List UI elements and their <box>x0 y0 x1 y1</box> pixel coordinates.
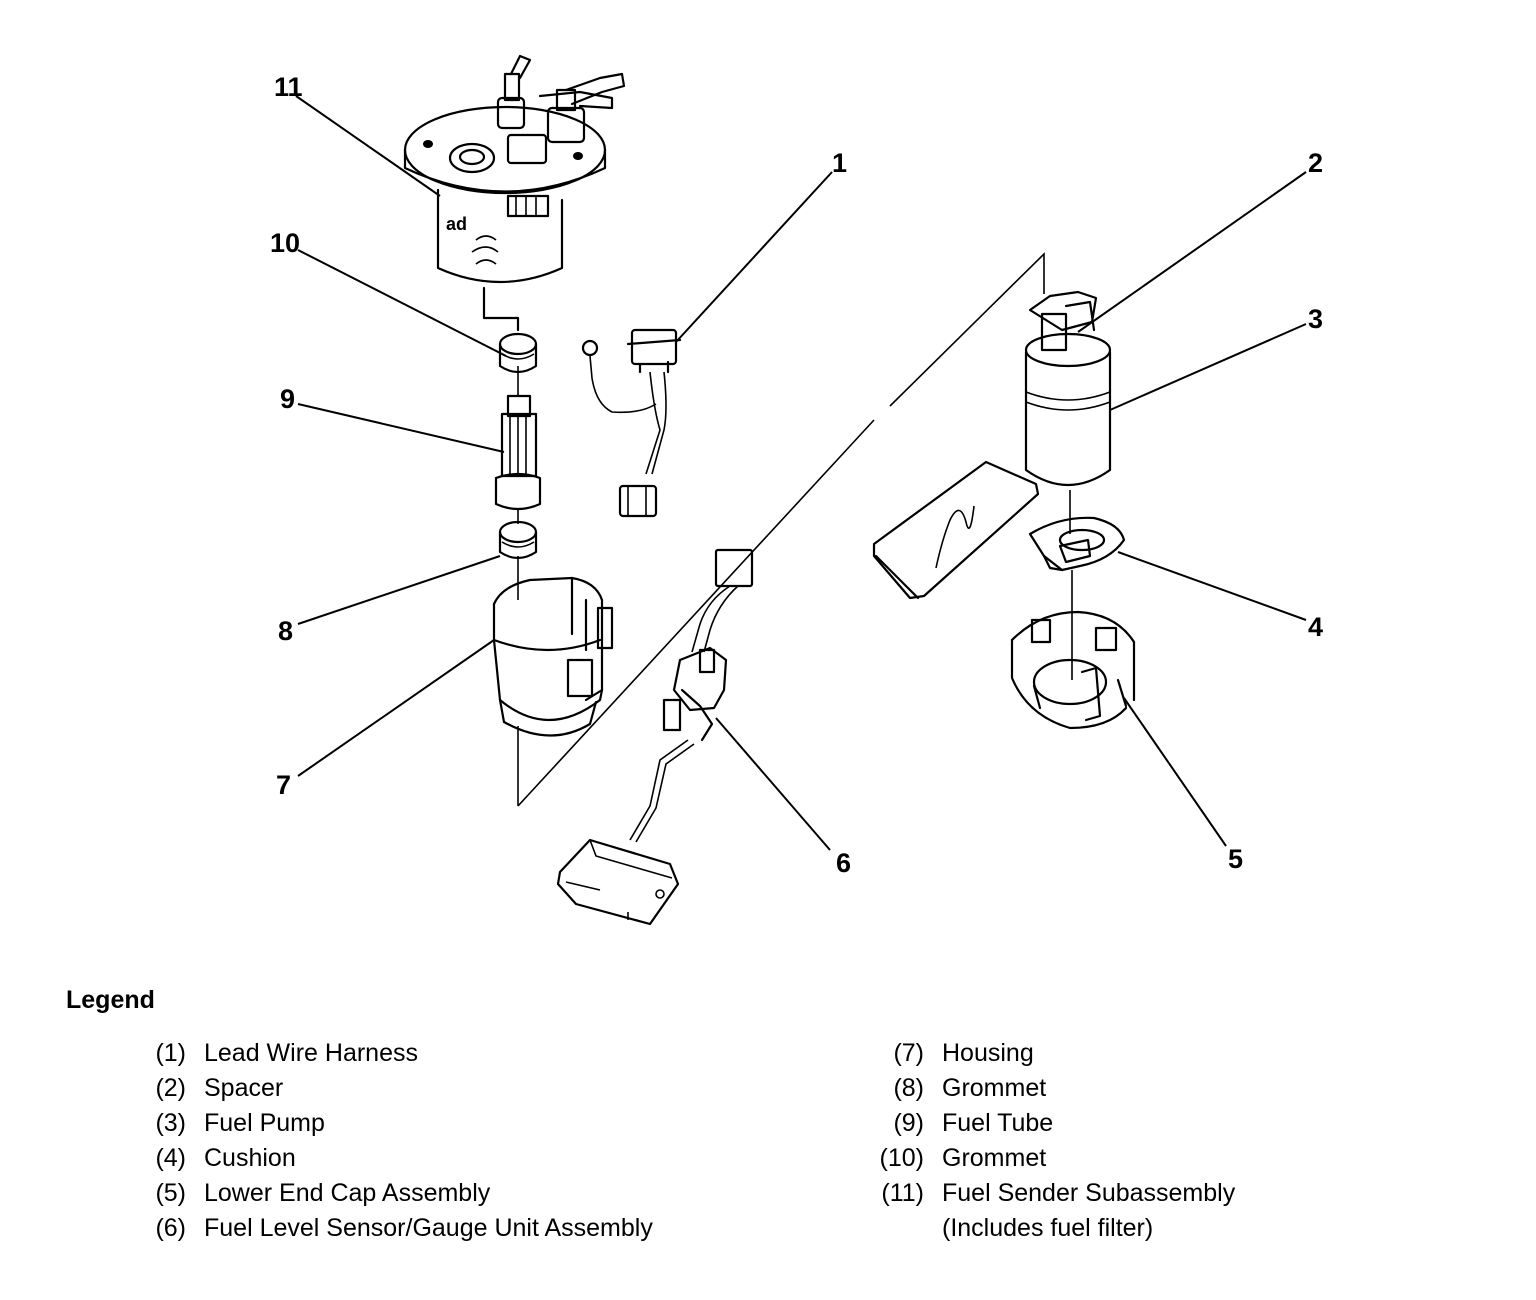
callout-4: 4 <box>1308 612 1323 642</box>
legend-number: (5) <box>155 1179 186 1207</box>
legend-number: (8) <box>893 1074 924 1102</box>
legend-item: (3) Fuel Pump <box>128 1106 653 1141</box>
legend-item: (8) Grommet <box>866 1071 1235 1106</box>
fuel-tube-drawing <box>494 394 542 524</box>
legend-item: (6) Fuel Level Sensor/Gauge Unit Assembl… <box>128 1211 653 1246</box>
legend-label: Cushion <box>204 1144 296 1172</box>
legend-item: (4) Cushion <box>128 1141 653 1176</box>
legend-label: Grommet <box>942 1074 1047 1102</box>
grommet-top-drawing <box>498 332 538 396</box>
legend-item: (9) Fuel Tube <box>866 1106 1235 1141</box>
exploded-fuel-pump-diagram: ad <box>270 54 1323 926</box>
legend-number: (11) <box>881 1179 924 1207</box>
callout-2: 2 <box>1308 148 1323 178</box>
legend-item: (10) Grommet <box>866 1141 1235 1176</box>
legend-item: (7) Housing <box>866 1036 1235 1071</box>
legend-number: (4) <box>155 1144 186 1172</box>
svg-text:ad: ad <box>446 214 467 234</box>
legend-label: Fuel Pump <box>204 1109 325 1137</box>
leader-lines <box>295 95 1307 851</box>
cushion-drawing <box>1028 516 1126 680</box>
legend-item: (2) Spacer <box>128 1071 653 1106</box>
legend-label: Spacer <box>204 1074 284 1102</box>
callout-9: 9 <box>280 384 295 414</box>
legend-label-line2: (Includes fuel filter) <box>942 1214 1154 1242</box>
legend-column-left: (1) Lead Wire Harness (2) Spacer (3) Fue… <box>128 1036 653 1246</box>
assembly-line <box>517 252 1045 807</box>
legend-label: Lead Wire Harness <box>204 1039 418 1067</box>
legend-number: (7) <box>893 1039 924 1067</box>
legend-label: Fuel Sender Subassembly (Includes fuel f… <box>942 1176 1235 1246</box>
callout-numbers: 11 10 9 8 7 1 2 3 4 5 6 <box>270 72 1323 878</box>
legend-label-line1: Fuel Sender Subassembly <box>942 1179 1236 1207</box>
legend-item: (5) Lower End Cap Assembly <box>128 1176 653 1211</box>
legend-number: (2) <box>155 1074 186 1102</box>
legend-number: (1) <box>155 1039 186 1067</box>
fuel-pump-drawing <box>1024 290 1112 534</box>
legend-item: (1) Lead Wire Harness <box>128 1036 653 1071</box>
legend-label: Housing <box>942 1039 1034 1067</box>
lower-end-cap-drawing <box>1010 610 1136 730</box>
legend-number: (9) <box>893 1109 924 1137</box>
fuel-strainer-drawing <box>872 460 1040 600</box>
callout-10: 10 <box>270 228 300 258</box>
callout-7: 7 <box>276 770 291 800</box>
legend-label: Fuel Tube <box>942 1109 1054 1137</box>
legend-number: (3) <box>155 1109 186 1137</box>
fuel-level-sensor-drawing <box>556 548 754 926</box>
legend-label: Lower End Cap Assembly <box>204 1179 491 1207</box>
callout-8: 8 <box>278 616 293 646</box>
fuel-sender-subassembly-drawing: ad <box>403 54 626 332</box>
housing-drawing <box>492 576 614 806</box>
legend-number: (10) <box>879 1144 924 1172</box>
legend-number: (6) <box>155 1214 186 1242</box>
lead-wire-harness-drawing <box>581 328 682 518</box>
legend-label: Grommet <box>942 1144 1047 1172</box>
legend-label: Fuel Level Sensor/Gauge Unit Assembly <box>204 1214 653 1242</box>
callout-11: 11 <box>274 72 303 102</box>
grommet-bottom-drawing <box>498 520 538 600</box>
legend-column-right: (7) Housing (8) Grommet (9) Fuel Tube (1… <box>866 1036 1236 1246</box>
legend-item: (11) Fuel Sender Subassembly (Includes f… <box>866 1176 1235 1246</box>
callout-6: 6 <box>836 848 851 878</box>
callout-1: 1 <box>832 148 847 178</box>
callout-3: 3 <box>1308 304 1323 334</box>
callout-5: 5 <box>1228 844 1243 874</box>
legend-title: Legend <box>66 986 155 1014</box>
